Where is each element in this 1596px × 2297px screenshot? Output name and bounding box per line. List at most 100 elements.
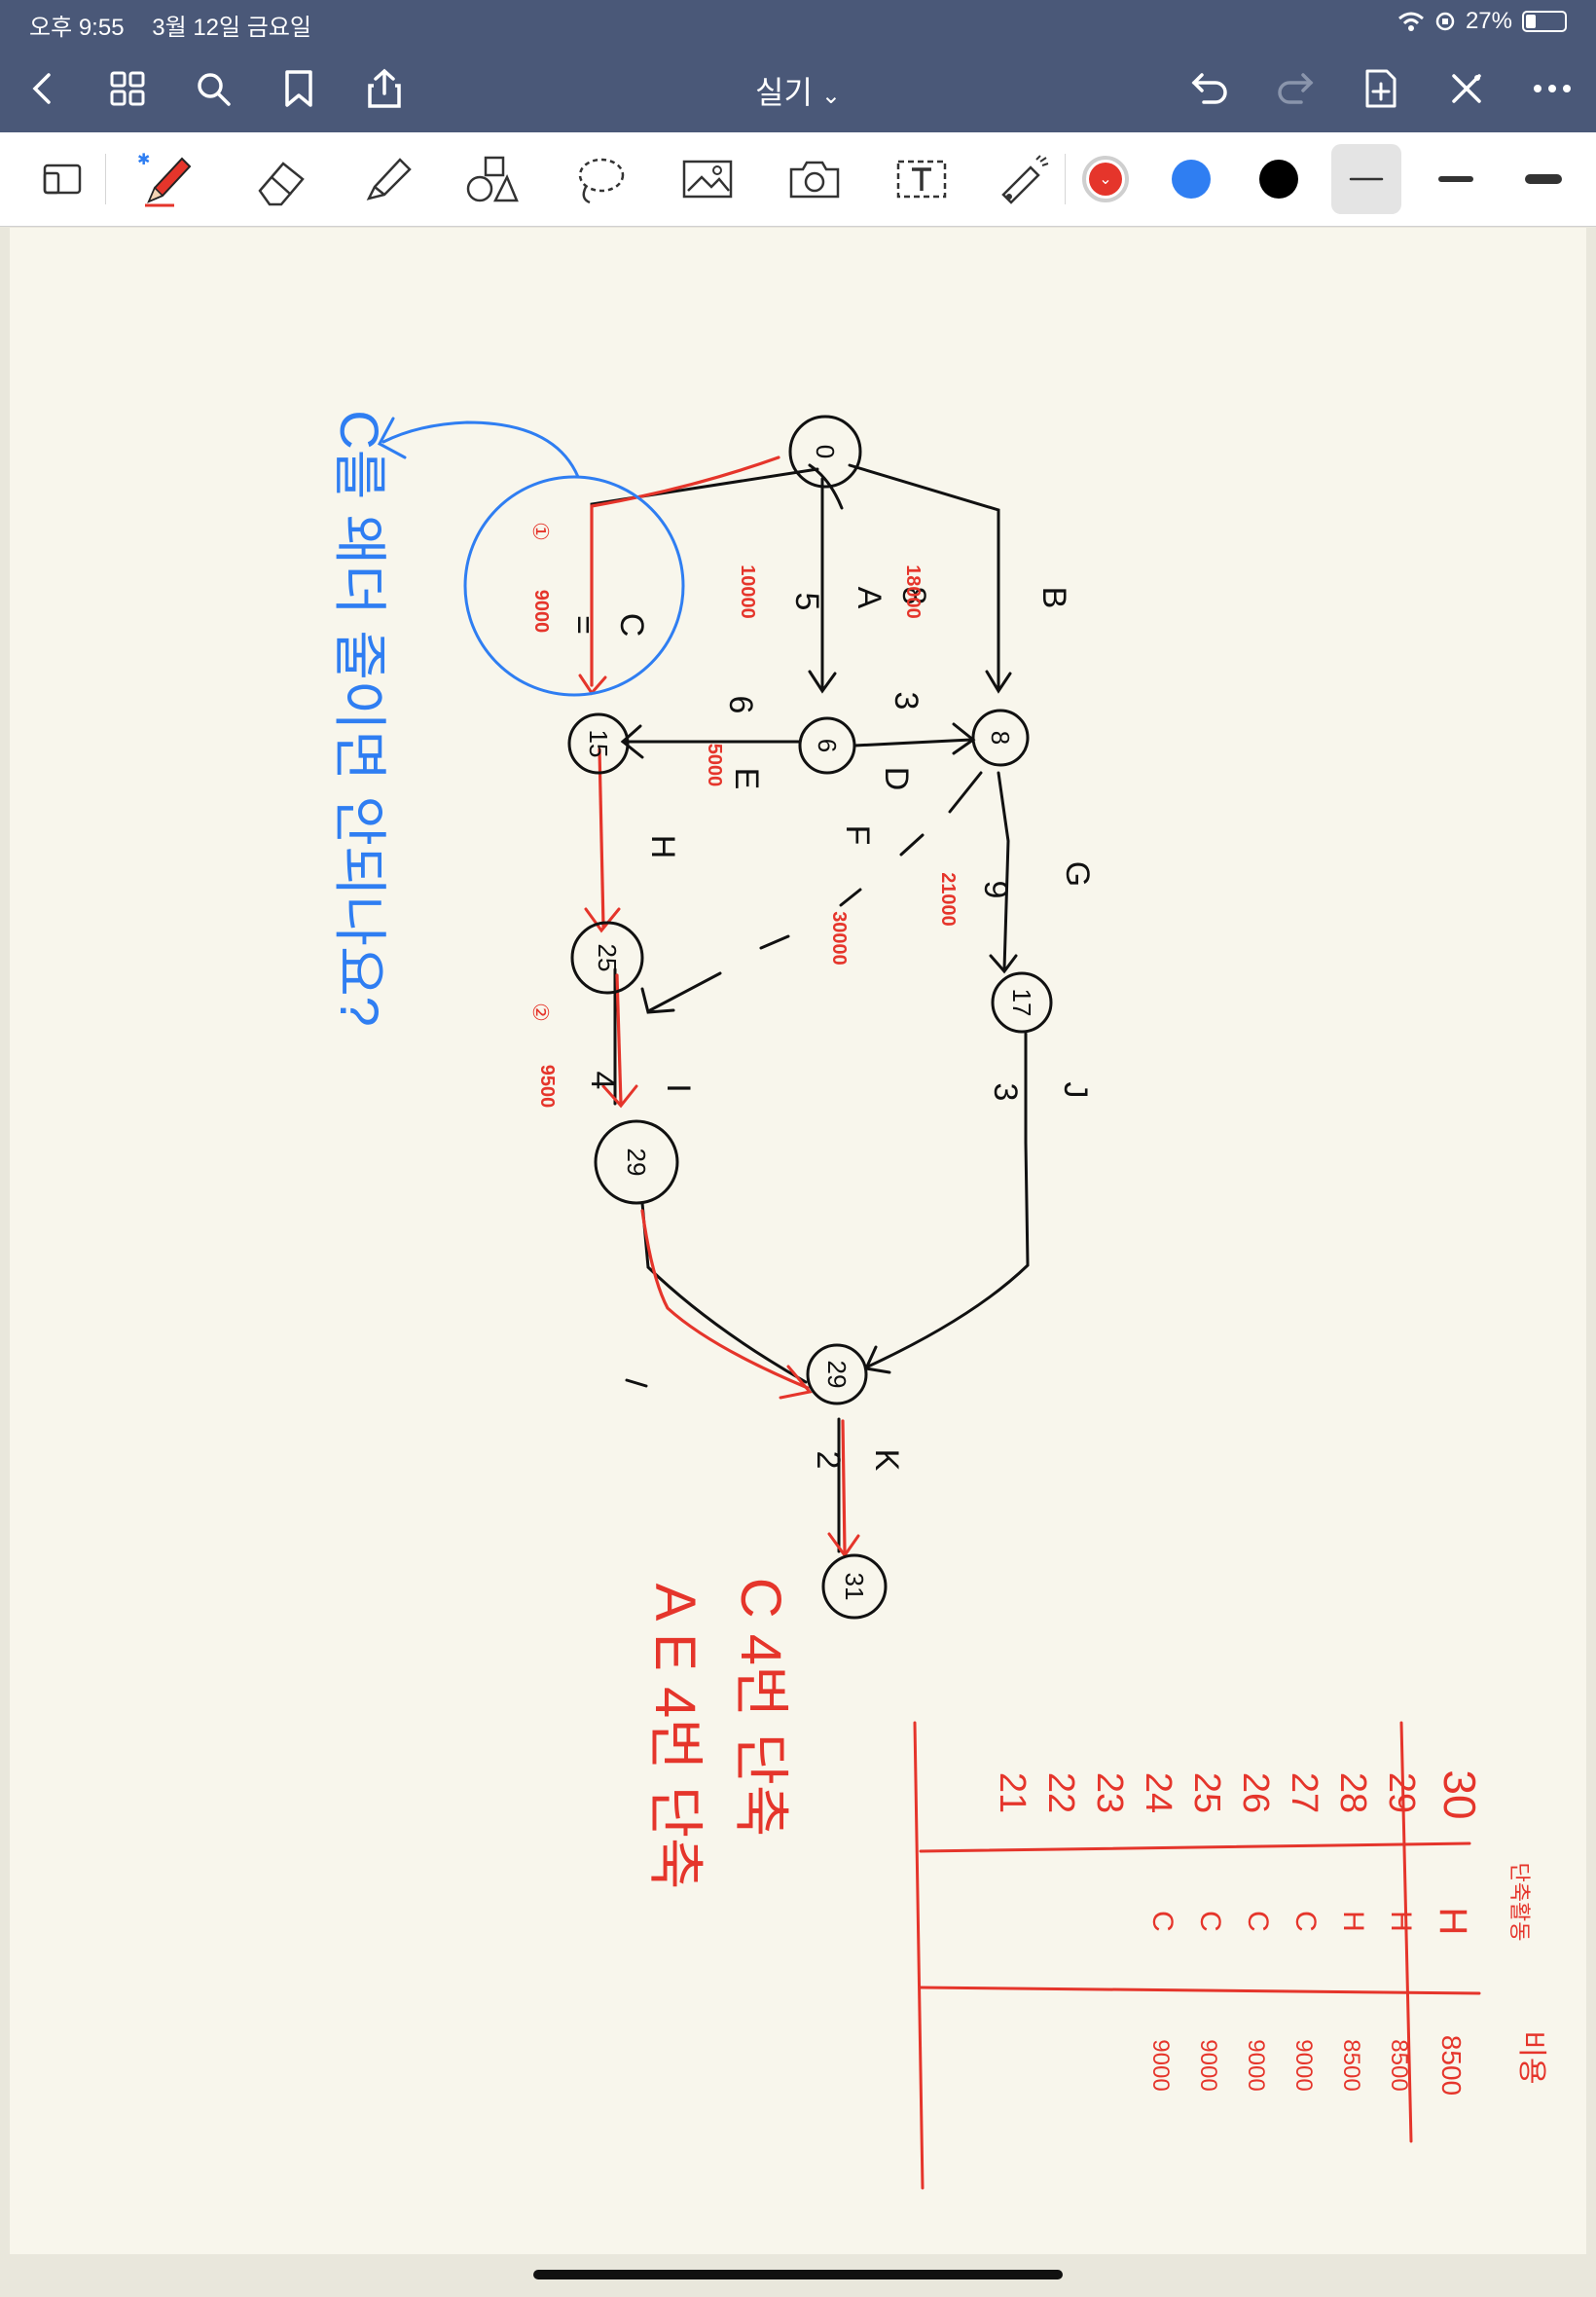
activity-label: E bbox=[728, 768, 765, 790]
stroke-thick-button[interactable] bbox=[1508, 144, 1578, 214]
table-duration-cell: 28 bbox=[1332, 1772, 1373, 1813]
pen-tool-button[interactable]: ✱ bbox=[131, 146, 200, 212]
close-toolbar-button[interactable] bbox=[1442, 64, 1491, 113]
undo-button[interactable] bbox=[1185, 64, 1234, 113]
activity-label: J bbox=[1057, 1082, 1094, 1099]
back-button[interactable] bbox=[18, 64, 66, 113]
lasso-tool-button[interactable] bbox=[566, 146, 635, 212]
grid-icon bbox=[110, 71, 145, 106]
camera-tool-button[interactable] bbox=[780, 146, 849, 212]
event-node bbox=[798, 716, 856, 775]
table-right-border bbox=[1399, 1721, 1413, 2143]
table-row-divider bbox=[919, 1841, 1471, 1853]
table-activity-cell: C bbox=[1289, 1911, 1322, 1932]
laser-pointer-tool-button[interactable] bbox=[989, 146, 1057, 212]
node-label: 17 bbox=[1007, 989, 1036, 1017]
redo-button[interactable] bbox=[1271, 64, 1320, 113]
activity-label: A bbox=[851, 587, 888, 609]
table-cost-cell: 9000 bbox=[1290, 2039, 1317, 2091]
arrowhead bbox=[584, 907, 621, 933]
status-bar: 오후 9:55 3월 12일 금요일 27% bbox=[0, 0, 1596, 47]
table-duration-cell: 27 bbox=[1284, 1772, 1324, 1813]
more-options-button[interactable] bbox=[1528, 64, 1577, 113]
bookmark-button[interactable] bbox=[274, 64, 323, 113]
color-swatch-red[interactable]: ⌄ bbox=[1082, 156, 1129, 202]
table-cost-cell: 9000 bbox=[1195, 2039, 1221, 2091]
crash-note-line1: C 4번 단축 bbox=[729, 1578, 792, 1837]
step-marker: ① bbox=[528, 522, 553, 541]
duration-label: 8 bbox=[895, 587, 932, 605]
activity-label: C bbox=[613, 613, 650, 638]
edge-F-mid2 bbox=[839, 888, 862, 907]
arrowhead bbox=[377, 417, 407, 459]
image-tool-button[interactable] bbox=[673, 146, 742, 212]
pen-off-icon bbox=[1452, 74, 1481, 103]
table-duration-cell: 23 bbox=[1089, 1772, 1130, 1813]
critical-path-H bbox=[598, 747, 605, 929]
table-duration-cell: 25 bbox=[1186, 1772, 1227, 1813]
node-label: 29 bbox=[822, 1361, 852, 1389]
home-indicator[interactable] bbox=[533, 2270, 1063, 2279]
arrowhead bbox=[863, 1345, 891, 1374]
thumbnails-button[interactable] bbox=[103, 64, 152, 113]
battery-icon bbox=[1522, 11, 1567, 32]
duration-label: 5 bbox=[788, 593, 825, 611]
duration-label: 4 bbox=[584, 1072, 621, 1090]
event-node bbox=[594, 1119, 679, 1205]
battery-percent: 27% bbox=[1465, 8, 1512, 34]
critical-path-I bbox=[615, 973, 623, 1106]
table-activity-cell: C bbox=[1194, 1911, 1226, 1932]
add-page-button[interactable] bbox=[1357, 64, 1405, 113]
wifi-icon bbox=[1397, 12, 1424, 31]
note-canvas[interactable]: 0 6 8 15 17 25 29 29 31 B A 5 8 C = 3 D … bbox=[10, 228, 1586, 2254]
search-button[interactable] bbox=[189, 64, 237, 113]
highlighter-tool-button[interactable] bbox=[352, 146, 420, 212]
step-marker: ② bbox=[528, 1003, 553, 1022]
page-view-button[interactable] bbox=[29, 146, 97, 212]
duration-label: 3 bbox=[888, 692, 925, 711]
highlight-circle bbox=[463, 475, 685, 697]
blue-annotation: C를 왜더 줄이면 안되나요? bbox=[329, 410, 685, 1027]
edge-B bbox=[848, 463, 1000, 689]
edge-J bbox=[866, 1032, 1030, 1368]
table-cost-cell: 8500 bbox=[1386, 2039, 1412, 2091]
edge-D bbox=[852, 738, 973, 747]
edge-F-mid1 bbox=[899, 833, 925, 857]
eraser-tool-button[interactable] bbox=[247, 146, 315, 212]
share-button[interactable] bbox=[360, 64, 409, 113]
status-date: 3월 12일 금요일 bbox=[152, 15, 311, 41]
node-label: 0 bbox=[811, 445, 840, 458]
arrowhead bbox=[601, 1084, 638, 1109]
color-swatch-blue[interactable] bbox=[1172, 160, 1211, 199]
edge-F-end bbox=[648, 971, 722, 1012]
svg-text:✱: ✱ bbox=[137, 152, 150, 168]
document-title-menu[interactable]: 실기 ⌄ bbox=[755, 75, 841, 110]
highlighter-icon bbox=[366, 158, 412, 201]
node-label: 15 bbox=[584, 730, 613, 758]
node-label: 6 bbox=[813, 739, 842, 752]
text-tool-button[interactable] bbox=[888, 146, 956, 212]
edge-C bbox=[590, 467, 819, 687]
document-title: 실기 bbox=[755, 75, 813, 110]
cost-label: 9000 bbox=[530, 590, 552, 634]
table-activity-cell: H bbox=[1385, 1911, 1417, 1932]
table-left-border bbox=[913, 1721, 925, 2190]
table-activity-cell: H bbox=[1337, 1911, 1369, 1932]
table-duration-cell: 21 bbox=[992, 1772, 1033, 1813]
color-swatch-black[interactable] bbox=[1259, 160, 1298, 199]
bookmark-icon bbox=[285, 70, 312, 107]
document-nav-bar: 실기 ⌄ bbox=[0, 47, 1596, 132]
drawing-toolbar: ✱ ⌄ bbox=[0, 132, 1596, 227]
arrowhead bbox=[779, 1365, 813, 1400]
table-activity-cell: C bbox=[1146, 1911, 1179, 1932]
stroke-thin-button[interactable] bbox=[1331, 144, 1401, 214]
critical-path-K bbox=[841, 1419, 847, 1553]
stroke-medium-button[interactable] bbox=[1421, 144, 1491, 214]
arrowhead bbox=[808, 670, 837, 694]
duration-label: 6 bbox=[722, 696, 759, 714]
table-cost-cell: 9000 bbox=[1147, 2039, 1174, 2091]
shapes-tool-button[interactable] bbox=[457, 146, 526, 212]
search-icon bbox=[198, 73, 231, 106]
cost-label: 18000 bbox=[902, 565, 924, 619]
